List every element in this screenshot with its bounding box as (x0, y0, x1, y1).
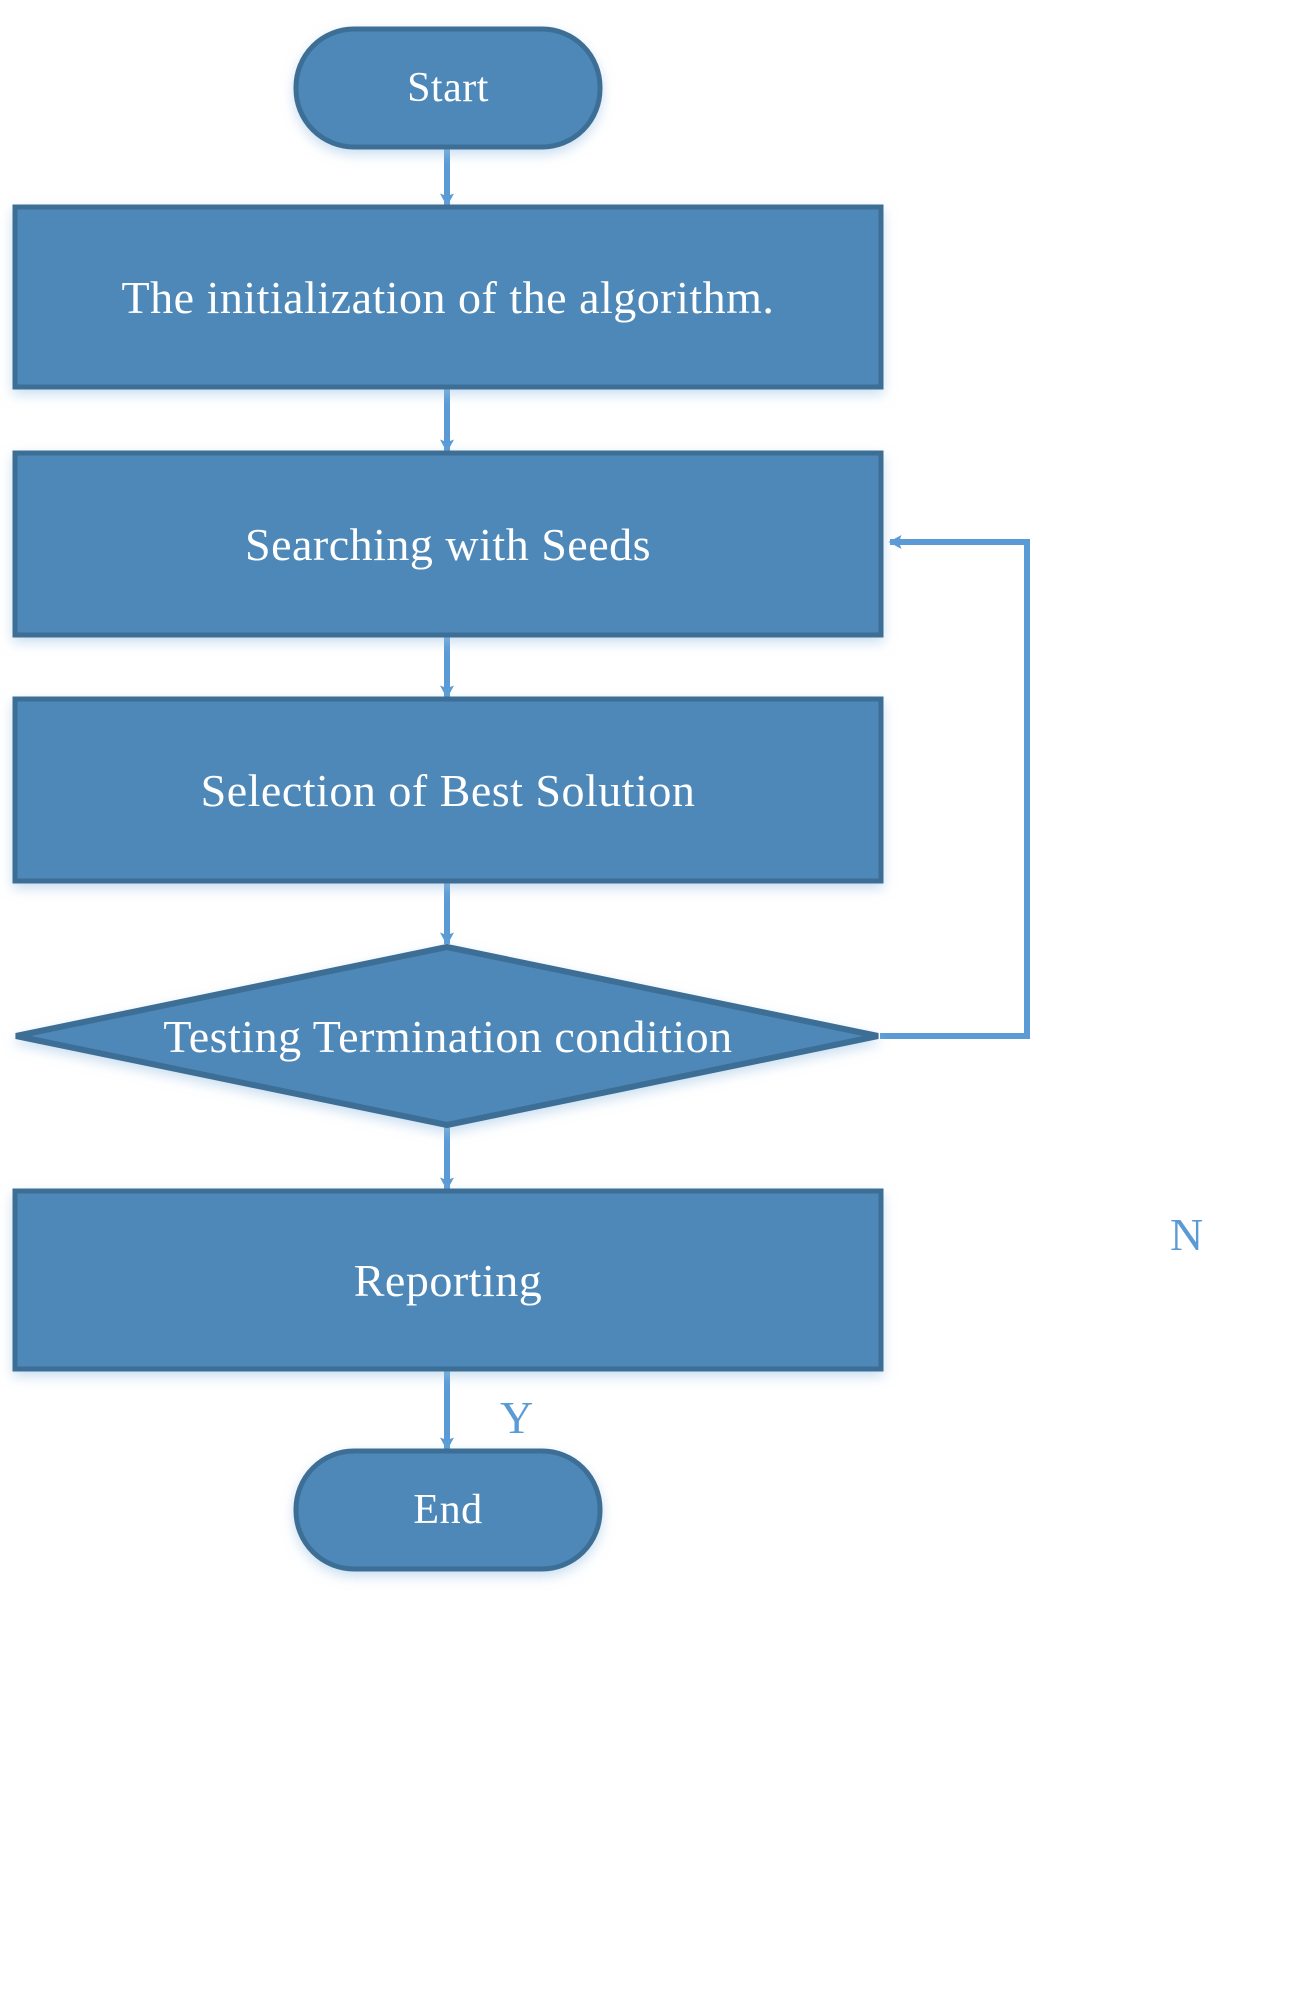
shapes (12, 26, 884, 1572)
edge-label-yes: Y (500, 1392, 534, 1443)
edge-label-no: N (1170, 1209, 1204, 1260)
node-search-shape[interactable] (12, 450, 884, 638)
node-start-shape[interactable] (293, 26, 603, 150)
node-init-shape[interactable] (12, 204, 884, 390)
edge-decision-to-search-loop (880, 535, 1030, 1039)
node-decision-shape[interactable] (15, 943, 879, 1129)
node-selection-shape[interactable] (12, 696, 884, 884)
node-end-shape[interactable] (293, 1448, 603, 1572)
connectors (440, 148, 1030, 1451)
node-reporting-shape[interactable] (12, 1188, 884, 1372)
